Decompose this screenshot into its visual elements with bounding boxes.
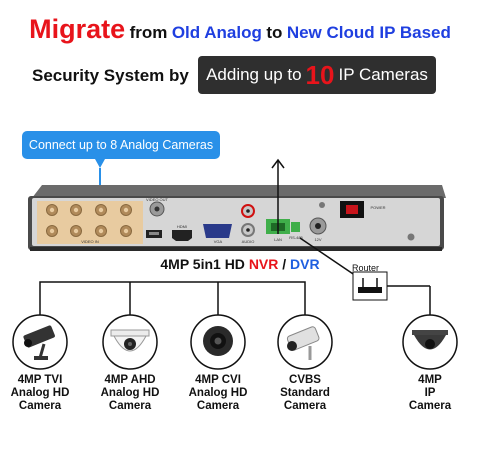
headline-to: to bbox=[266, 23, 283, 42]
panel-screw bbox=[319, 202, 325, 208]
camera-label-ip: 4MP IP Camera bbox=[408, 374, 452, 412]
adding-cameras-box: Adding up to 10 IP Cameras bbox=[198, 56, 436, 94]
analog-callout: Connect up to 8 Analog Cameras bbox=[22, 131, 220, 159]
adding-before: Adding up to bbox=[206, 65, 302, 84]
dvr-recorder: VIDEO IN VIDEO OUT HDMI VGA AUDIO LAN RS… bbox=[28, 185, 446, 251]
hdmi-label: HDMI bbox=[177, 224, 187, 229]
cvbs-camera bbox=[277, 314, 333, 370]
rs485-label: RS-485 bbox=[289, 235, 303, 240]
router bbox=[352, 271, 388, 301]
vga-label: VGA bbox=[214, 239, 223, 244]
analog-bus-line bbox=[39, 281, 306, 318]
router-label: Router bbox=[352, 263, 380, 273]
dvr-product-title: 4MP 5in1 HD NVR / DVR bbox=[0, 256, 480, 272]
camera-label-tvi: 4MP TVI Analog HD Camera bbox=[10, 374, 70, 412]
lan-to-router-line bbox=[299, 237, 363, 281]
adding-after: IP Cameras bbox=[338, 65, 428, 84]
headline-old-analog: Old Analog bbox=[171, 23, 262, 42]
tvi-camera bbox=[12, 314, 68, 370]
video-in-label: VIDEO IN bbox=[81, 239, 99, 244]
dc-label: 12V bbox=[314, 237, 321, 242]
camera-label-cvbs: CVBS Standard Camera bbox=[280, 374, 330, 412]
dvr-title-nvr: NVR bbox=[248, 256, 279, 272]
ip-camera bbox=[402, 314, 458, 370]
callout-pointer bbox=[95, 159, 105, 168]
adding-number: 10 bbox=[305, 59, 335, 90]
dvr-title-sep: / bbox=[282, 256, 287, 272]
vga-port bbox=[203, 224, 232, 238]
headline: Migrate from Old Analog to New Cloud IP … bbox=[0, 14, 480, 45]
hdmi-port bbox=[172, 230, 192, 241]
lan-up-arrow bbox=[271, 158, 285, 169]
connection-lines bbox=[39, 158, 431, 318]
camera-label-cvi: 4MP CVI Analog HD Camera bbox=[188, 374, 248, 412]
ahd-camera bbox=[102, 314, 158, 370]
power-label: POWER bbox=[370, 205, 385, 210]
ground-screw bbox=[407, 233, 415, 241]
subline-left: Security System by bbox=[32, 66, 189, 85]
camera-label-ahd: 4MP AHD Analog HD Camera bbox=[100, 374, 160, 412]
video-out-label: VIDEO OUT bbox=[146, 197, 169, 202]
dvr-title-prefix: 4MP 5in1 HD bbox=[160, 256, 245, 272]
rs485-port bbox=[291, 222, 300, 232]
dvr-top-edge bbox=[32, 185, 446, 198]
lan-label: LAN bbox=[274, 237, 282, 242]
headline-new-cloud: New Cloud IP Based bbox=[286, 23, 451, 42]
headline-migrate: Migrate bbox=[29, 14, 126, 44]
dvr-title-dvr: DVR bbox=[290, 256, 320, 272]
headline-from: from bbox=[129, 23, 168, 42]
cvi-camera bbox=[190, 314, 246, 370]
dvr-bottom-edge bbox=[30, 247, 442, 251]
audio-label: AUDIO bbox=[242, 239, 255, 244]
bnc-connectors bbox=[46, 204, 132, 237]
